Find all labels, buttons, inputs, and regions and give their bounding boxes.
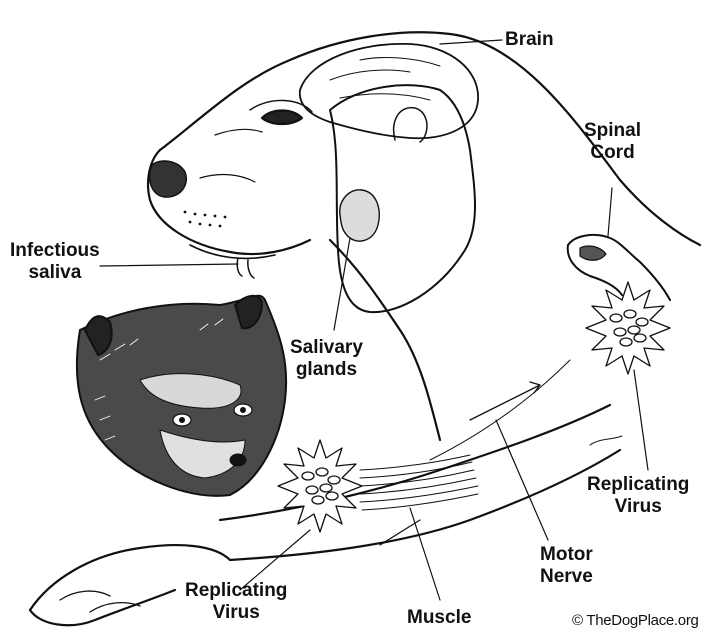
label-replicating-virus-right-line2: Virus: [587, 496, 689, 518]
label-replicating-virus-left: Replicating Virus: [185, 580, 287, 624]
label-replicating-virus-left-line1: Replicating: [185, 580, 287, 602]
label-infectious-saliva-line1: Infectious: [10, 240, 100, 262]
label-muscle: Muscle: [407, 607, 471, 629]
label-motor-nerve-line1: Motor: [540, 544, 593, 566]
label-replicating-virus-right-line1: Replicating: [587, 474, 689, 496]
label-infectious-saliva: Infectious saliva: [10, 240, 100, 284]
artist-signature: [590, 436, 622, 445]
spinal-cord: [568, 235, 670, 300]
label-spinal-cord-line2: Cord: [584, 142, 641, 164]
label-spinal-cord: Spinal Cord: [584, 120, 641, 164]
label-muscle-text: Muscle: [407, 607, 471, 629]
raccoon-head: [77, 296, 286, 496]
credit-text: © TheDogPlace.org: [572, 612, 699, 629]
label-salivary-glands: Salivary glands: [290, 337, 363, 381]
virus-burst-left: [278, 440, 362, 532]
label-spinal-cord-line1: Spinal: [584, 120, 641, 142]
label-brain: Brain: [505, 29, 554, 51]
label-replicating-virus-right: Replicating Virus: [587, 474, 689, 518]
label-infectious-saliva-line2: saliva: [10, 262, 100, 284]
label-motor-nerve: Motor Nerve: [540, 544, 593, 588]
label-salivary-glands-line2: glands: [290, 359, 363, 381]
label-motor-nerve-line2: Nerve: [540, 566, 593, 588]
label-brain-text: Brain: [505, 29, 554, 51]
label-salivary-glands-line1: Salivary: [290, 337, 363, 359]
virus-burst-right: [586, 282, 670, 374]
label-replicating-virus-left-line2: Virus: [185, 602, 287, 624]
